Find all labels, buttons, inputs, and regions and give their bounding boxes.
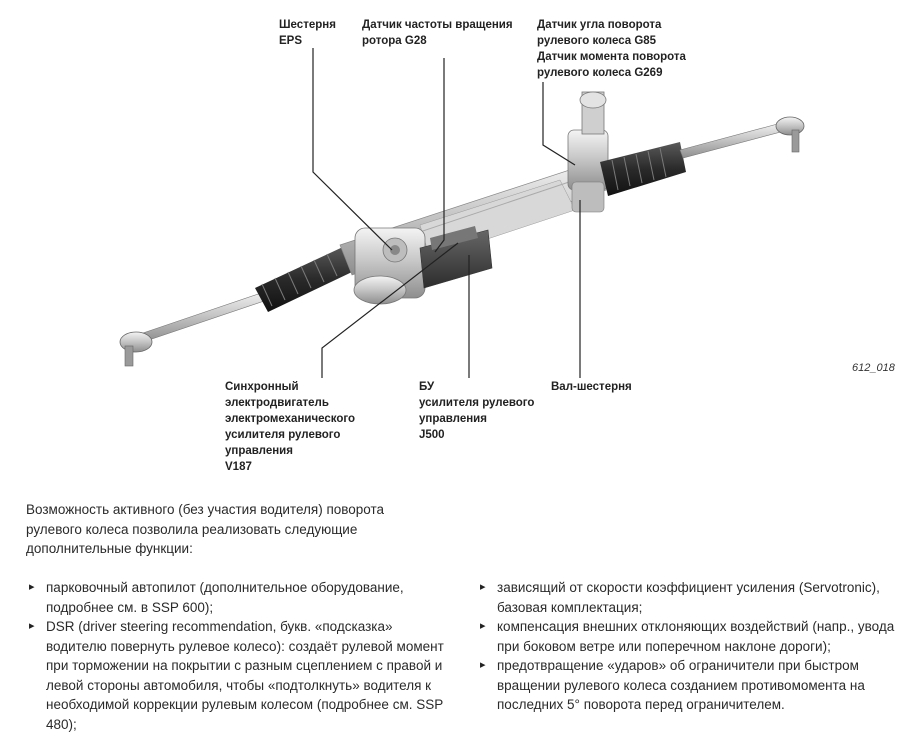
eps-gearbox: [353, 227, 426, 305]
intro-paragraph: Возможность активного (без участия водит…: [26, 502, 385, 556]
label-synchronous-motor: Синхронный электродвигатель электромехан…: [225, 381, 356, 473]
leader-lines: [312, 48, 581, 378]
list-item: парковочный автопилот (дополнительное об…: [26, 578, 451, 617]
label-shaft-pinion: Вал-шестерня: [551, 381, 632, 393]
right-boot: [600, 142, 686, 196]
left-tie-rod: [119, 289, 274, 367]
bullet-list-right: зависящий от скорости коэффициент усилен…: [477, 578, 897, 715]
left-boot: [255, 246, 352, 312]
list-item: компенсация внешних отклоняющих воздейст…: [477, 617, 897, 656]
list-item: предотвращение «ударов» об ограничители …: [477, 656, 897, 715]
pinion-tower: [567, 91, 609, 213]
right-tie-rod: [679, 116, 805, 159]
label-steering-angle-torque-sensor: Датчик угла поворота рулевого колеса G85…: [537, 19, 686, 79]
list-item: зависящий от скорости коэффициент усилен…: [477, 578, 897, 617]
figure-number: 612_018: [852, 362, 895, 374]
control-unit-block: [419, 226, 493, 289]
list-item: DSR (driver steering recommendation, бук…: [26, 617, 451, 734]
label-eps-pinion: Шестерня EPS: [279, 19, 336, 47]
bullet-list-left: парковочный автопилот (дополнительное об…: [26, 578, 451, 734]
label-rotor-speed-sensor: Датчик частоты вращения ротора G28: [362, 19, 513, 47]
label-control-unit: БУ усилителя рулевого управления J500: [419, 381, 535, 441]
steering-rack-illustration: [119, 48, 805, 378]
